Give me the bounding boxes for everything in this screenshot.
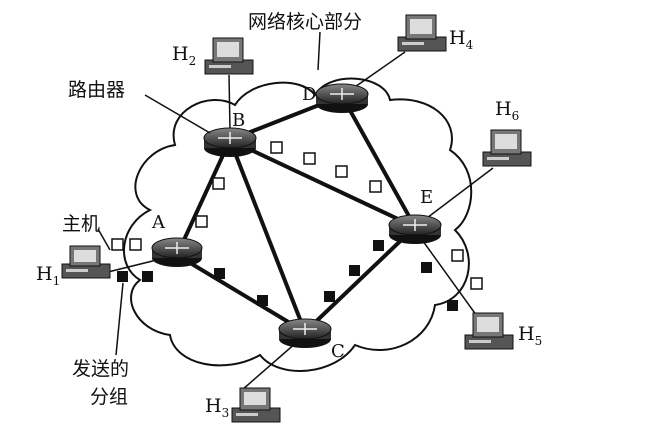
packet-filled xyxy=(117,271,128,282)
packet-hollow xyxy=(270,141,283,154)
packet-filled xyxy=(421,262,432,273)
packets-hollow xyxy=(111,141,483,290)
router-label: 路由器 xyxy=(68,79,125,101)
packet-filled xyxy=(447,300,458,311)
link-C-E xyxy=(303,225,417,334)
host-H5-label: H5 xyxy=(518,323,542,348)
sent-packets-label-line2: 分组 xyxy=(90,386,128,408)
host-H6-label: H6 xyxy=(495,98,519,123)
packet-hollow xyxy=(303,152,316,165)
label-leaders xyxy=(97,31,321,356)
link-D-E xyxy=(340,94,417,229)
sent-packets-label-line1: 发送的 xyxy=(72,358,129,380)
packet-hollow xyxy=(470,277,483,290)
packet-hollow xyxy=(369,180,382,193)
packet-hollow xyxy=(195,215,208,228)
packets-filled xyxy=(117,240,458,311)
host-H4-label: H4 xyxy=(449,27,474,52)
packet-filled xyxy=(142,271,153,282)
host-H2-computer-icon xyxy=(204,37,254,75)
host-H5-computer-icon xyxy=(464,312,514,350)
link-H2-B xyxy=(228,74,231,131)
packet-hollow xyxy=(129,238,142,251)
packet-hollow xyxy=(451,249,464,262)
host-H6-computer-icon xyxy=(482,129,532,167)
host-H3-label: H3 xyxy=(205,395,229,420)
network-core-title: 网络核心部分 xyxy=(248,11,362,33)
router-B-label: B xyxy=(232,110,245,131)
router-A xyxy=(151,237,203,267)
host-H1-label: H1 xyxy=(36,263,60,288)
link-B-C xyxy=(228,138,307,334)
router-D-label: D xyxy=(302,84,316,105)
packet-filled xyxy=(349,265,360,276)
router-B xyxy=(203,127,257,157)
packet-filled xyxy=(214,268,225,279)
packet-hollow xyxy=(111,238,124,251)
link-B-E xyxy=(228,138,417,229)
router-A-label: A xyxy=(151,212,166,233)
packet-hollow xyxy=(335,165,348,178)
link-A-B xyxy=(175,138,232,257)
host-H4-computer-icon xyxy=(397,14,447,52)
packet-filled xyxy=(257,295,268,306)
router-C-label: C xyxy=(331,341,345,362)
link-A-C xyxy=(175,253,307,334)
host-H2-label: H2 xyxy=(172,43,196,68)
router-E-label: E xyxy=(420,187,433,208)
host-H3-computer-icon xyxy=(231,387,281,423)
host-label: 主机 xyxy=(62,213,100,235)
host-H1-computer-icon xyxy=(61,245,111,279)
packet-filled xyxy=(373,240,384,251)
router-E xyxy=(388,214,442,244)
packet-hollow xyxy=(212,177,225,190)
router-D xyxy=(315,83,369,113)
packet-filled xyxy=(324,291,335,302)
router-C xyxy=(278,318,332,348)
